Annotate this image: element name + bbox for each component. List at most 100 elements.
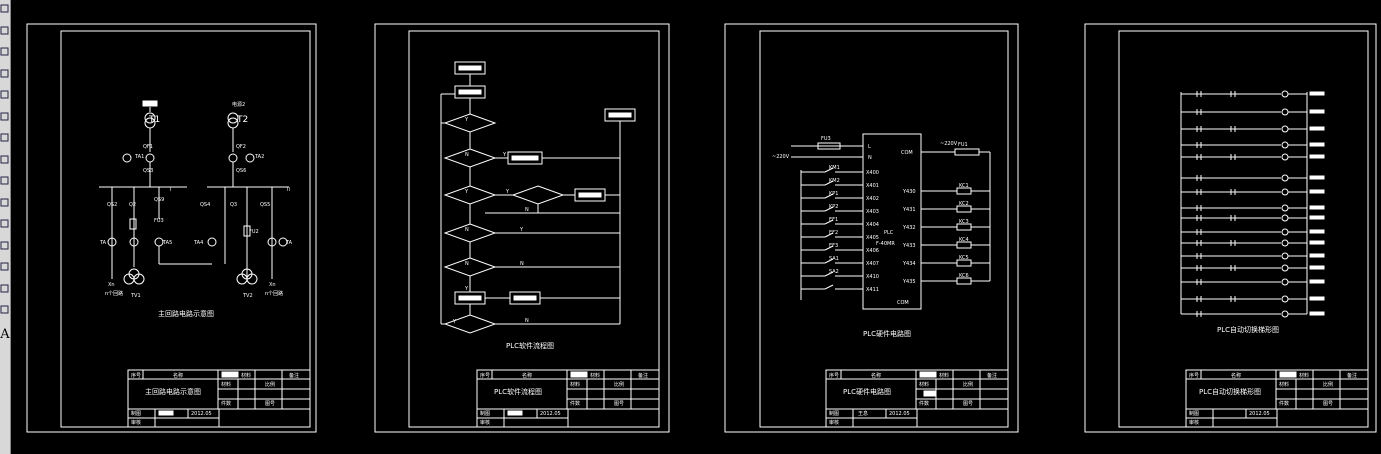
svg-text:TA1: TA1 — [134, 154, 144, 160]
svg-text:王息: 王息 — [858, 410, 868, 417]
svg-text:N: N — [520, 261, 524, 267]
svg-text:FU3: FU3 — [154, 218, 164, 224]
svg-text:名称: 名称 — [1231, 372, 1241, 379]
sheet-caption: PLC软件流程图 — [506, 341, 554, 350]
svg-text:备注: 备注 — [1347, 372, 1357, 379]
sheet-2[interactable]: Y N Y Y Y N N Y N N Y Y N PLC软件流程图 序号 名称… — [374, 23, 670, 433]
svg-text:F-40MR: F-40MR — [876, 241, 895, 247]
title-block — [476, 369, 660, 428]
svg-text:件数: 件数 — [221, 400, 231, 407]
gradient-icon[interactable] — [0, 260, 10, 274]
sheet-caption: PLC自动切换梯形图 — [1217, 325, 1279, 334]
sheet-3[interactable]: FU3 FU1 ~220V ~220V L N COM COM PLC F-40… — [724, 23, 1019, 433]
svg-text:QS2: QS2 — [107, 202, 117, 208]
main-circuit-labels: T1 T2 电源2 QF1 QF2 TA1 TA2 QS3 QS6 I II Q… — [99, 101, 299, 426]
svg-text:比例: 比例 — [614, 381, 624, 388]
rectangle-icon[interactable] — [0, 24, 10, 38]
svg-text:T2: T2 — [236, 115, 248, 125]
ladder-labels: PLC自动切换梯形图 序号 名称 材料 备注 PLC自动切换梯形图 材料 比例 … — [1189, 325, 1357, 426]
svg-text:TA4: TA4 — [193, 240, 203, 246]
sheet-border — [26, 23, 317, 433]
svg-text:N: N — [525, 207, 529, 213]
svg-text:T1: T1 — [148, 115, 160, 125]
ellipse-icon[interactable] — [0, 131, 10, 145]
drawing-canvas: T1 T2 电源2 QF1 QF2 TA1 TA2 QS3 QS6 I II Q… — [26, 23, 1377, 433]
plc-hardware-circuit — [791, 133, 991, 310]
svg-text:FU1: FU1 — [958, 142, 968, 148]
sheet-1[interactable]: T1 T2 电源2 QF1 QF2 TA1 TA2 QS3 QS6 I II Q… — [26, 23, 317, 433]
svg-text:2012.05: 2012.05 — [1249, 411, 1270, 417]
plc-input-contact: KP2 — [829, 204, 838, 210]
plc-input-terminal: X405 — [866, 235, 879, 241]
table-icon[interactable] — [0, 303, 10, 317]
svg-text:比例: 比例 — [265, 381, 275, 388]
insert-block-icon[interactable] — [0, 174, 10, 188]
plc-output-terminal: Y430 — [902, 189, 916, 195]
svg-text:Y: Y — [464, 286, 469, 292]
svg-text:~220V: ~220V — [772, 154, 790, 160]
svg-text:Y: Y — [519, 227, 524, 233]
svg-text:材料: 材料 — [590, 372, 600, 379]
plc-input-terminal: X403 — [866, 209, 879, 215]
svg-text:比例: 比例 — [1323, 381, 1333, 388]
svg-text:N: N — [868, 155, 872, 161]
svg-text:件数: 件数 — [1279, 400, 1289, 407]
svg-text:2012.05: 2012.05 — [540, 411, 561, 417]
point-icon[interactable] — [0, 217, 10, 231]
sheet-4[interactable]: PLC自动切换梯形图 序号 名称 材料 备注 PLC自动切换梯形图 材料 比例 … — [1084, 23, 1377, 433]
sheet-border — [1084, 23, 1377, 433]
title-block-title: 主回路电路示意图 — [145, 387, 201, 396]
svg-text:Y: Y — [464, 117, 469, 123]
svg-text:审核: 审核 — [1189, 419, 1199, 426]
plc-input-terminal: X410 — [866, 274, 879, 280]
sheet-border — [374, 23, 670, 433]
svg-text:FU3: FU3 — [821, 136, 831, 142]
plc-input-contact: KM1 — [829, 165, 840, 171]
sheet-inner-frame — [1118, 30, 1369, 428]
svg-text:制图: 制图 — [480, 410, 490, 417]
plc-input-terminal: X411 — [866, 287, 879, 293]
circle-icon[interactable] — [0, 67, 10, 81]
svg-text:I: I — [170, 187, 171, 193]
svg-text:n个回路: n个回路 — [265, 290, 283, 297]
text-tool-button[interactable]: A — [0, 327, 10, 342]
svg-text:QS5: QS5 — [260, 202, 270, 208]
make-block-icon[interactable] — [0, 196, 10, 210]
svg-text:N: N — [525, 318, 529, 324]
spline-icon[interactable] — [0, 110, 10, 124]
svg-text:2012.05: 2012.05 — [889, 411, 910, 417]
plc-input-terminal: X400 — [866, 170, 879, 176]
plc-input-contact: SA2 — [829, 269, 839, 275]
svg-text:材料: 材料 — [939, 372, 949, 379]
svg-text:TA: TA — [285, 240, 293, 246]
svg-text:Y: Y — [502, 152, 507, 158]
svg-text:Q2: Q2 — [129, 202, 136, 208]
svg-text:件数: 件数 — [570, 400, 580, 407]
flowchart-labels: Y N Y Y Y N N Y N N Y Y N PLC软件流程图 序号 名称… — [452, 117, 648, 426]
ladder-diagram — [1180, 90, 1325, 318]
arc-icon[interactable] — [0, 45, 10, 59]
svg-text:材料: 材料 — [919, 381, 929, 388]
ellipse-arc-icon[interactable] — [0, 153, 10, 167]
svg-text:材料: 材料 — [221, 381, 231, 388]
svg-text:审核: 审核 — [829, 419, 839, 426]
plc-output-terminal: Y432 — [902, 225, 916, 231]
plc-input-terminal: X401 — [866, 183, 879, 189]
plc-output-coil: KC2 — [959, 201, 969, 207]
title-block-title: PLC硬件电路图 — [843, 387, 891, 396]
line-icon[interactable] — [0, 2, 10, 16]
plc-input-contact: KP1 — [829, 191, 838, 197]
svg-text:序号: 序号 — [480, 372, 490, 379]
svg-text:II: II — [287, 187, 290, 193]
region-icon[interactable] — [0, 282, 10, 296]
plc-input-contact: EF1 — [829, 217, 838, 223]
svg-text:材料: 材料 — [1299, 372, 1309, 379]
cloud-icon[interactable] — [0, 88, 10, 102]
svg-text:Xn: Xn — [269, 282, 276, 288]
svg-text:~220V: ~220V — [940, 141, 958, 147]
svg-text:名称: 名称 — [522, 372, 532, 379]
svg-text:审核: 审核 — [480, 419, 490, 426]
svg-text:TV2: TV2 — [242, 293, 253, 299]
hatch-icon[interactable] — [0, 239, 10, 253]
svg-text:序号: 序号 — [131, 372, 141, 379]
